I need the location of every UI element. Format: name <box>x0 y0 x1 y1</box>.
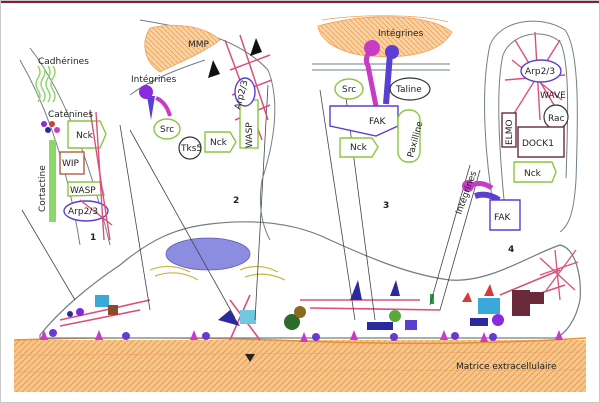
p2-integrines-label: Intégrines <box>131 74 177 85</box>
p4-elmo-label: ELMO <box>505 119 515 145</box>
cell-body <box>39 221 581 339</box>
p1-wip-label: WIP <box>62 159 80 169</box>
golgi-apparatus <box>149 265 286 281</box>
panel-3-focal-adhesion <box>312 15 453 163</box>
p4-arp-shape <box>520 59 562 83</box>
p2-wasp-label: WASP <box>245 122 255 148</box>
p3-fak-label: FAK <box>369 117 387 127</box>
p1-cadherines-label: Cadhérines <box>38 56 89 67</box>
membrane-integrins <box>40 329 563 342</box>
p1-cortactine-label: Cortactine <box>38 165 48 212</box>
p4-nck-label: Nck <box>524 169 542 179</box>
p2-mmp-shape-2 <box>250 38 262 56</box>
p4-dock-label: DOCK1 <box>522 139 554 149</box>
p3-integrines-label: Intégrines <box>378 28 424 39</box>
p4-fak-shape <box>489 199 521 231</box>
p2-tks5-shape <box>178 136 202 160</box>
p3-paxilline-shape <box>397 109 421 163</box>
lamellipodium-actin-network <box>539 249 579 301</box>
p4-wave-label: WAVE <box>540 91 566 101</box>
p4-rac-label: Rac <box>548 114 565 124</box>
matrix-label: Matrice extracellulaire <box>456 362 557 372</box>
frame-top-border <box>0 0 600 3</box>
panel-4-lamellipodium <box>462 20 578 233</box>
panel-3-number: 3 <box>383 201 389 211</box>
p1-arp-shape <box>63 200 109 222</box>
p3-taline-label: Taline <box>395 85 422 95</box>
p2-tks5-label: Tks5 <box>180 144 202 154</box>
p2-arp-shape <box>234 77 256 107</box>
p3-taline-shape <box>389 77 431 101</box>
p3-fak-shape <box>329 105 399 137</box>
p2-mmp-label: MMP <box>188 40 210 50</box>
p1-catenines-label: Caténines <box>48 109 93 120</box>
p4-nck-shape <box>513 161 557 183</box>
catenin-dots <box>41 121 60 133</box>
p1-wasp-label: WASP <box>70 186 96 196</box>
p3-src-label: Src <box>342 85 356 95</box>
p4-dock-shape <box>517 126 565 158</box>
p1-wasp-shape <box>67 181 105 197</box>
panel-4-number: 4 <box>508 245 514 255</box>
p2-integrin-shape <box>147 96 155 120</box>
mmp-bottom-marker <box>245 354 255 362</box>
cortactine-bar <box>49 140 56 222</box>
p3-nck-shape <box>339 137 379 158</box>
p2-nck-label: Nck <box>210 138 228 148</box>
p3-integrin-beta <box>383 53 393 105</box>
p4-fak-label: FAK <box>494 213 512 223</box>
cadherin-strands <box>35 65 56 103</box>
panel-2-number: 2 <box>233 196 239 206</box>
panel-2-invadopodium <box>129 19 276 241</box>
p1-nck-label: Nck <box>76 131 94 141</box>
p2-src-label: Src <box>160 125 174 135</box>
p3-src-shape <box>334 78 364 100</box>
nucleus <box>165 237 251 271</box>
p4-elmo-shape <box>501 112 517 148</box>
p4-arp-label: Arp2/3 <box>525 67 555 77</box>
p4-integrin-beta <box>474 191 501 203</box>
panel-1-number: 1 <box>90 233 96 243</box>
p1-arp-label: Arp2/3 <box>68 207 98 217</box>
bottom-protein-clusters <box>67 280 544 330</box>
p3-integrin-alpha <box>363 50 379 107</box>
extracellular-matrix <box>13 336 587 392</box>
panel-1-adherens-junction <box>19 47 113 246</box>
p3-nck-label: Nck <box>350 143 368 153</box>
p2-src-shape <box>153 118 181 140</box>
p2-nck-shape <box>204 131 237 153</box>
p1-actin <box>79 109 113 241</box>
p1-wip-shape <box>59 151 85 175</box>
p2-mmp-shape-1 <box>208 60 220 78</box>
